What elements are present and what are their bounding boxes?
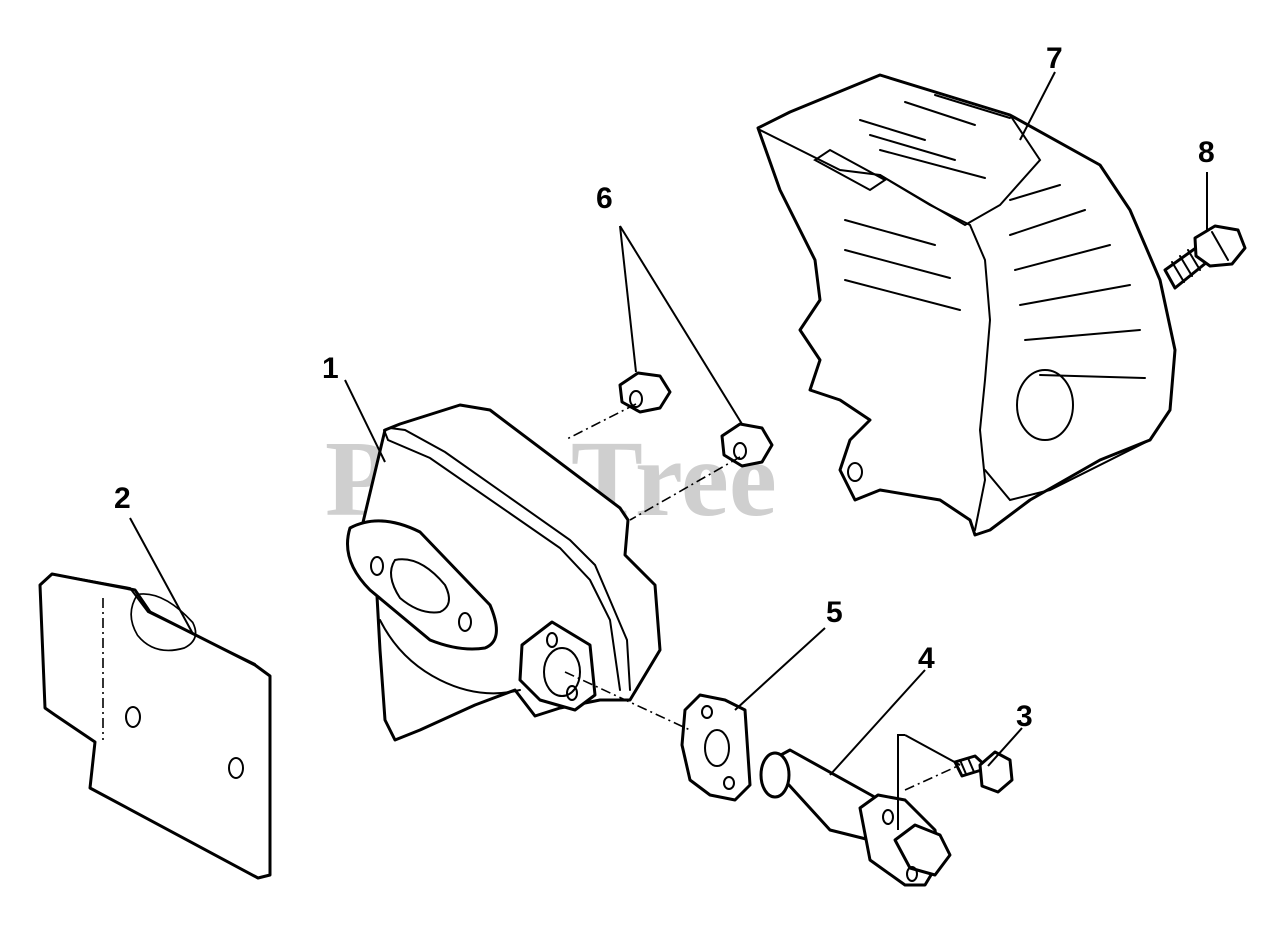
- callout-3: 3: [1016, 700, 1033, 733]
- part-1-muffler-body[interactable]: [346, 403, 662, 742]
- callout-8: 8: [1198, 136, 1215, 169]
- part-4-outlet-pipe[interactable]: [759, 748, 952, 887]
- leader-4: [829, 669, 926, 776]
- part-7-muffler-cover[interactable]: [756, 73, 1177, 537]
- leader-5: [734, 627, 826, 711]
- callout-5: 5: [826, 596, 843, 629]
- leader-2: [129, 517, 194, 635]
- leader-lines: [129, 71, 1208, 776]
- callout-7: 7: [1046, 42, 1063, 75]
- part-3-screw[interactable]: [897, 734, 1014, 830]
- leader-3: [987, 727, 1023, 767]
- callout-6: 6: [596, 182, 613, 215]
- part-5-outlet-gasket[interactable]: [564, 671, 752, 802]
- leader-1: [344, 379, 386, 463]
- part-8-cover-bolt[interactable]: [1163, 224, 1247, 290]
- cover-slots: [844, 94, 1146, 379]
- leader-6a: [619, 225, 637, 373]
- callout-labels: 1 2 3 4 5 6 7 8: [114, 42, 1215, 733]
- nut-lower[interactable]: [720, 422, 774, 468]
- callout-2: 2: [114, 482, 131, 515]
- leader-6b: [619, 225, 743, 425]
- part-6-nuts[interactable]: [564, 371, 774, 521]
- callout-4: 4: [918, 642, 935, 675]
- callout-1: 1: [322, 352, 339, 385]
- leader-7: [1019, 71, 1056, 141]
- part-2-heat-shield[interactable]: [38, 572, 272, 880]
- nut-upper[interactable]: [618, 371, 672, 414]
